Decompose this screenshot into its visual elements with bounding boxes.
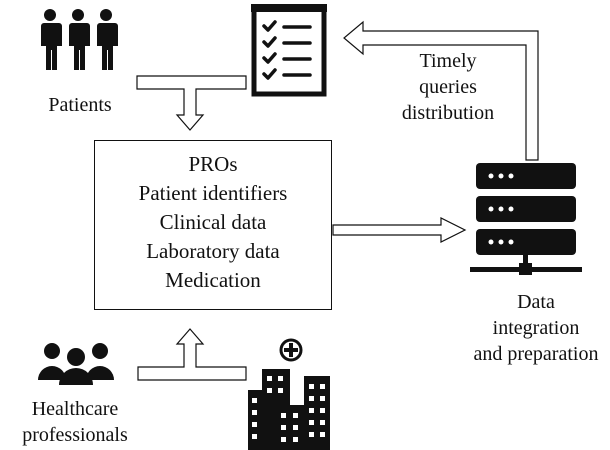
feedback-arrow (343, 20, 539, 161)
feedback-line: distribution (401, 102, 495, 124)
data-source-item: Laboratory data (146, 239, 280, 263)
feedback-label: Timely queries distribution (378, 48, 518, 126)
server-icon (470, 163, 582, 275)
data-source-item: Medication (165, 268, 261, 292)
professionals-label-line: Healthcare (31, 398, 119, 420)
professionals-label: Healthcare professionals (10, 396, 140, 448)
server-label-line: Data (517, 291, 555, 313)
feedback-line: Timely (419, 50, 477, 72)
patients-arrow (136, 75, 247, 131)
data-sources-box (94, 140, 332, 310)
data-source-item: Patient identifiers (138, 181, 288, 205)
patients-label: Patients (48, 94, 112, 116)
professionals-label-line: professionals (22, 424, 128, 446)
server-label-line: and preparation (473, 343, 599, 365)
data-source-item: PROs (188, 152, 238, 176)
box-to-server-arrow (332, 217, 467, 243)
feedback-line: queries (419, 76, 477, 98)
server-label: Data integration and preparation (462, 289, 610, 367)
checklist-icon (251, 4, 327, 97)
people-group-icon (38, 343, 114, 385)
data-source-item: Clinical data (159, 210, 267, 234)
data-sources-list: PROs Patient identifiers Clinical data L… (94, 150, 332, 295)
hospital-icon (248, 338, 330, 450)
patients-icon (41, 9, 118, 70)
professionals-arrow (137, 328, 247, 381)
server-label-line: integration (492, 317, 580, 339)
